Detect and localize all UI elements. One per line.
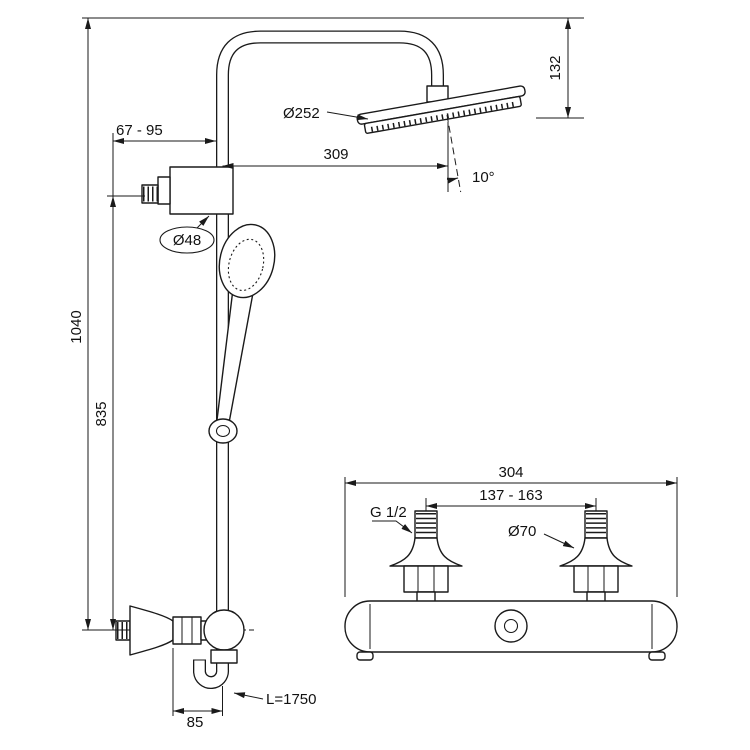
valve-lower-block xyxy=(210,649,238,664)
spray-axis-dashed xyxy=(446,114,462,193)
right-escutcheon xyxy=(559,537,633,567)
mixer-dimensions xyxy=(344,477,678,597)
dim-label-overall-height: 1040 xyxy=(68,310,85,343)
shower-column-view: 67 - 95 Ø252 309 10° 132 Ø48 1040 835 85… xyxy=(68,17,584,731)
thread-size-leader xyxy=(372,520,413,534)
bottom-valve xyxy=(102,605,254,664)
angle-arc xyxy=(446,177,459,184)
mixer-body xyxy=(344,600,678,661)
bracket-diameter-leader xyxy=(196,215,210,229)
hand-shower xyxy=(208,223,276,444)
valve-body xyxy=(203,609,245,651)
dim-label-head-diameter: Ø252 xyxy=(283,105,320,122)
bracket-step xyxy=(157,176,171,205)
slider-knob-center xyxy=(215,424,231,438)
left-union-nut xyxy=(403,565,449,593)
right-foot xyxy=(648,651,666,661)
dim-label-hose-length: L=1750 xyxy=(266,691,316,708)
bracket-diameter-balloon xyxy=(159,226,215,254)
left-escutcheon xyxy=(389,537,463,567)
safety-button xyxy=(494,609,528,643)
dim-label-outlet-offset: 85 xyxy=(187,714,204,731)
left-foot xyxy=(356,651,374,661)
hand-shower-head xyxy=(218,223,276,299)
escutcheon-diameter-leader xyxy=(543,533,575,549)
mixer-connections xyxy=(389,510,633,603)
dim-label-bracket-diameter: Ø48 xyxy=(173,232,201,249)
column-dimensions xyxy=(82,17,584,716)
dim-label-thread-size: G 1/2 xyxy=(370,504,407,521)
spray-nozzle-hatch xyxy=(370,101,516,132)
dim-label-arm-reach: 309 xyxy=(323,146,348,163)
wall-bracket xyxy=(141,166,234,215)
dim-label-wall-distance: 67 - 95 xyxy=(116,122,163,139)
hand-shower-face xyxy=(227,238,265,291)
hose-length-leader xyxy=(233,692,264,700)
bracket-body xyxy=(169,166,234,215)
dim-label-escutcheon-diameter: Ø70 xyxy=(508,523,536,540)
dim-label-body-width: 304 xyxy=(498,464,523,481)
mixer-front-view: 304 137 - 163 G 1/2 Ø70 xyxy=(344,464,678,661)
slider-knob xyxy=(208,418,238,444)
safety-button-center xyxy=(503,618,519,634)
dim-label-connection-centers: 137 - 163 xyxy=(479,487,542,504)
head-diameter-leader xyxy=(326,111,369,121)
left-thread-stub xyxy=(414,510,438,539)
dim-label-head-drop: 132 xyxy=(547,55,564,80)
overhead-shower-head xyxy=(356,85,526,134)
union-nut xyxy=(172,616,202,645)
dim-label-head-angle: 10° xyxy=(472,169,495,186)
right-union-nut xyxy=(573,565,619,593)
riser-pipe xyxy=(193,30,444,690)
right-thread-stub xyxy=(584,510,608,539)
valve-escutcheon xyxy=(129,605,174,656)
dim-label-rail-height: 835 xyxy=(93,401,110,426)
